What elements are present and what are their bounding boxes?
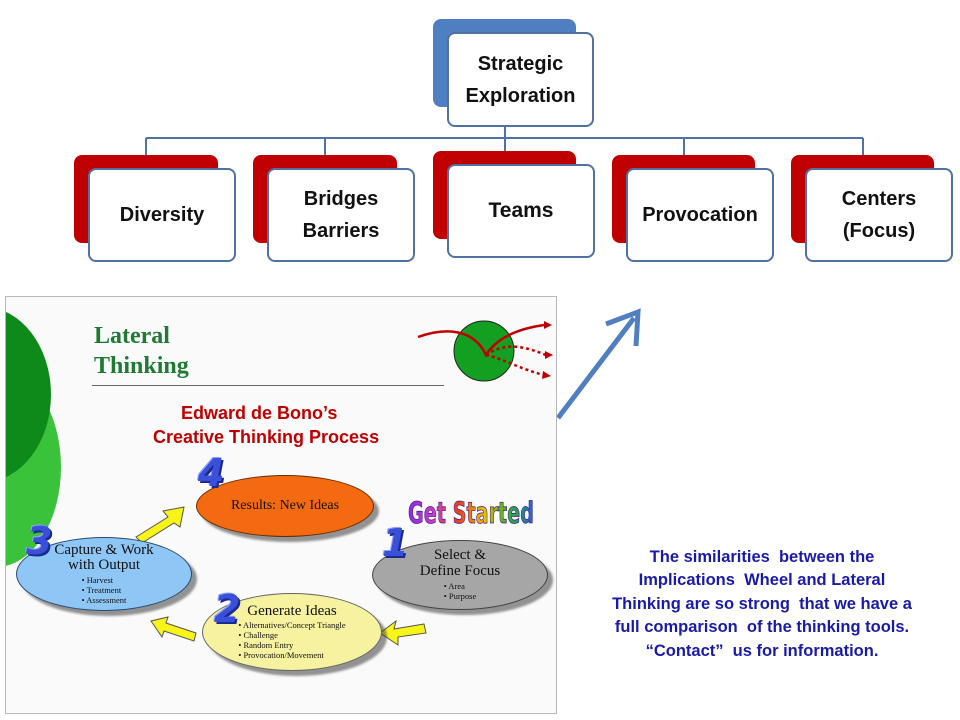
red-dotted-2 [485,353,545,377]
lateral-thinking-slide: Lateral Thinking Edward de Bono’s Creati… [5,296,557,714]
step-4-title: Results: New Ideas [230,497,340,513]
step-3-ellipse: Capture & Work with Output Harvest Treat… [16,537,192,611]
teams-node: Teams [447,164,595,258]
step-2-number: 2 [214,587,241,631]
slide-title-line-1: Lateral [94,323,170,349]
yellow-arrow-1-to-2 [379,619,427,646]
step-2-items: Alternatives/Concept Triangle Challenge … [238,621,346,661]
diversity-node: Diversity [88,168,236,262]
root-line-1: Strategic [477,52,564,75]
bridges-barriers-node: Bridges Barriers [267,168,415,262]
step-3-items: Harvest Treatment Assessment [82,575,127,606]
barriers-line: Barriers [302,220,380,242]
note-line-3: Thinking are so strong that we have a [612,594,912,613]
ball-graphic [417,320,553,382]
step-2-ellipse: Generate Ideas Alternatives/Concept Tria… [202,593,382,671]
step-2-title: Generate Ideas [247,602,337,619]
get-started-text: Get Started [408,496,534,530]
diversity-label: Diversity [119,204,205,226]
step-2-item: Random Entry [238,640,345,651]
org-chart-connectors [145,126,864,156]
comparison-note: The similarities between the Implication… [592,546,932,663]
slide-title-rule [92,385,444,386]
step-3-title-1: Capture & Work [54,541,154,558]
bridges-line: Bridges [303,188,379,210]
step-4-ellipse: Results: New Ideas [196,475,374,537]
slide-title-line-2: Thinking [94,353,189,379]
link-arrow [556,308,641,420]
centers-line: Centers [841,188,917,210]
step-1-item: Purpose [444,591,476,602]
root-line-2: Exploration [465,84,576,107]
note-line-1: The similarities between the [649,548,875,566]
yellow-arrow-3-to-4 [135,506,185,544]
slide-heading-line-1: Edward de Bono’s [181,403,338,423]
step-1-items: Area Purpose [444,581,477,602]
centers-focus-node: Centers (Focus) [805,168,953,262]
step-1-title-2: Define Focus [419,563,501,580]
step-2-item: Alternatives/Concept Triangle [238,621,346,631]
step-3-number: 3 [26,519,53,563]
get-started-graphic: Get Started [408,496,535,531]
teams-label: Teams [488,199,554,223]
root-node: Strategic Exploration [447,32,594,127]
step-1-title-1: Select & [433,547,487,564]
step-3-item: Treatment [82,585,127,596]
yellow-arrows [135,506,427,646]
yellow-arrow-2-to-3 [150,616,197,642]
provocation-label: Provocation [642,204,758,226]
step-2-item: Provocation/Movement [238,650,345,661]
step-3-title-2: with Output [67,557,141,574]
focus-line: (Focus) [842,220,916,242]
step-2-item: Challenge [238,630,345,641]
note-line-5: “Contact” us for information. [645,641,879,660]
step-4-number: 4 [198,451,225,495]
step-1-ellipse: Select & Define Focus Area Purpose [372,540,548,610]
step-1-item: Area [444,581,477,592]
note-line-2: Implications Wheel and Lateral [638,571,886,590]
provocation-node: Provocation [626,168,774,262]
step-1-number: 1 [382,521,409,565]
note-line-4: full comparison of the thinking tools. [614,618,910,637]
step-3-item: Harvest [82,575,127,586]
red-dotted-1 [485,345,547,357]
step-3-item: Assessment [82,595,126,606]
slide-heading-line-2: Creative Thinking Process [153,427,380,447]
